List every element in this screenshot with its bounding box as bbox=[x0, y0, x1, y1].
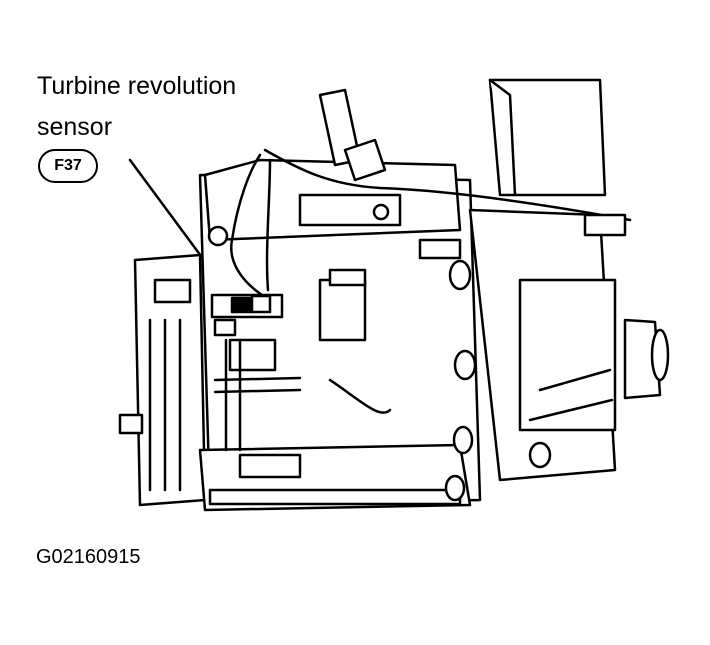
center-boss bbox=[318, 278, 367, 342]
center-block bbox=[228, 338, 277, 372]
pan-drain bbox=[238, 453, 302, 479]
vertical-tube bbox=[224, 338, 242, 452]
bolt-right-3 bbox=[452, 425, 474, 455]
bolt-right-1 bbox=[448, 259, 472, 291]
upper-housing bbox=[488, 78, 607, 197]
lower-tube bbox=[213, 376, 302, 394]
figure-code: G02160915 bbox=[36, 546, 141, 568]
pipe-bend bbox=[328, 378, 392, 414]
bolt-right-5 bbox=[528, 441, 552, 469]
right-rib-2 bbox=[528, 398, 614, 422]
left-bolt-mid bbox=[118, 413, 144, 435]
connector-code-badge: F37 bbox=[38, 149, 98, 183]
bottom-flange bbox=[208, 488, 462, 506]
right-boss bbox=[518, 278, 617, 432]
clip-lower bbox=[343, 138, 387, 182]
top-left-bolt bbox=[207, 225, 229, 247]
callout-label-line2: sensor bbox=[37, 113, 113, 141]
left-bolt-top bbox=[153, 278, 192, 304]
center-boss-cap bbox=[328, 268, 367, 287]
top-plate-bolt bbox=[372, 203, 390, 221]
sensor-mount bbox=[213, 318, 237, 337]
bolt-right-4 bbox=[444, 474, 466, 502]
right-upper-tab bbox=[583, 213, 627, 237]
left-housing-ribs bbox=[148, 318, 182, 492]
wire-harness-main bbox=[263, 148, 632, 222]
shaft-end bbox=[650, 328, 670, 382]
sensor-body bbox=[230, 296, 254, 314]
callout-label-line1: Turbine revolution bbox=[37, 72, 237, 100]
connector-code-text: F37 bbox=[54, 157, 82, 174]
mid-right-block bbox=[418, 238, 462, 260]
shaft-flange bbox=[623, 318, 662, 400]
wire-harness-lower bbox=[265, 158, 272, 292]
right-rib-1 bbox=[538, 368, 612, 392]
bolt-right-2 bbox=[453, 349, 477, 381]
wire-harness-upper bbox=[230, 153, 264, 297]
upper-housing-front bbox=[488, 78, 517, 197]
sensor-connector bbox=[250, 294, 272, 314]
